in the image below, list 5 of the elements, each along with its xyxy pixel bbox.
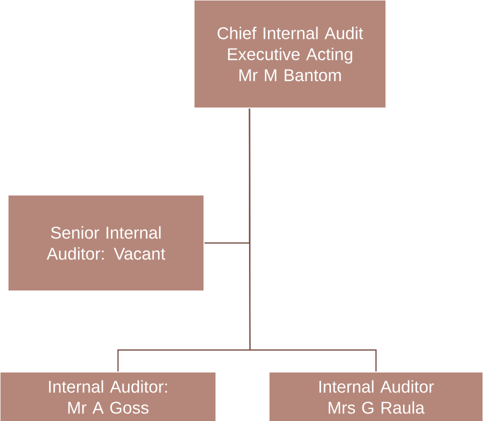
org-box: Internal Auditor Mrs G Raula	[268, 372, 483, 421]
connector-line	[248, 108, 377, 372]
org-box: Senior Internal Auditor: Vacant	[8, 194, 204, 292]
org-box: Chief Internal Audit Executive Acting Mr M Bantom	[194, 0, 386, 108]
org-box: Internal Auditor: Mr A Goss	[0, 372, 216, 421]
